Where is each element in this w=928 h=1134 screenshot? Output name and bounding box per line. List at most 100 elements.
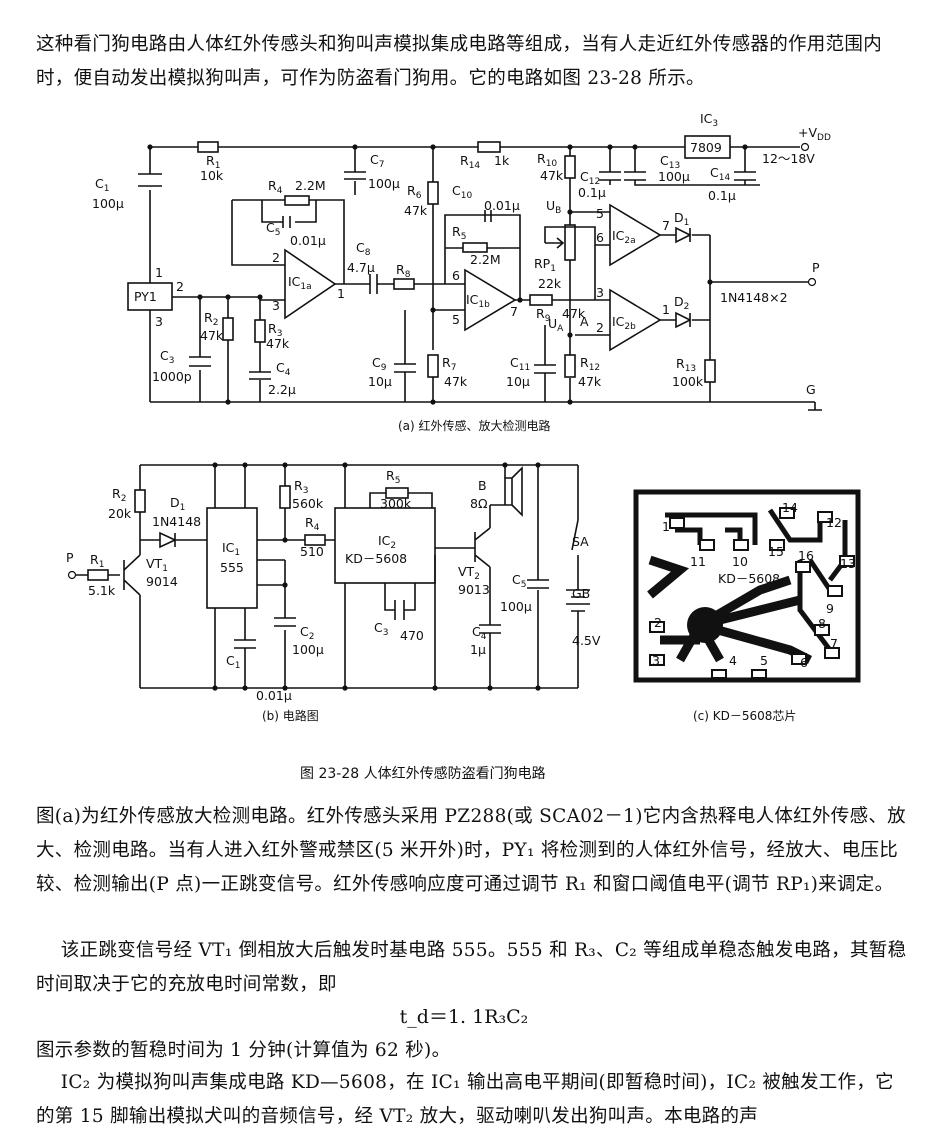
figure-caption: 图 23-28 人体红外传感防盗看门狗电路 xyxy=(300,765,546,782)
svg-text:6: 6 xyxy=(800,655,808,670)
body-paragraph-2: 该正跳变信号经 VT₁ 倒相放大后触发时基电路 555。555 和 R₃、C₂ … xyxy=(36,940,907,995)
figure-c-caption: (c) KD－5608芯片 xyxy=(693,709,796,723)
svg-text:C2: C2 xyxy=(300,624,314,642)
svg-text:10: 10 xyxy=(732,554,748,569)
svg-text:C3: C3 xyxy=(160,348,174,366)
svg-text:C11: C11 xyxy=(510,355,530,373)
svg-text:VT1: VT1 xyxy=(146,556,168,574)
svg-text:7: 7 xyxy=(830,636,838,651)
svg-text:D2: D2 xyxy=(674,294,689,312)
svg-text:R2: R2 xyxy=(204,310,218,328)
svg-text:R3: R3 xyxy=(294,478,308,496)
figure-c-pcb xyxy=(633,489,861,683)
svg-text:GB: GB xyxy=(572,586,590,601)
svg-text:+VDD: +VDD xyxy=(798,125,831,143)
svg-text:C4: C4 xyxy=(472,624,487,642)
svg-text:15: 15 xyxy=(768,544,784,559)
svg-text:47k: 47k xyxy=(444,374,468,389)
svg-text:9013: 9013 xyxy=(458,582,490,597)
vdd-terminal xyxy=(800,142,810,152)
r9-resistor xyxy=(529,294,553,306)
figure-a-labels: +VDD 12～18V IC3 7809 C1 100μ R1 10k R4 2… xyxy=(92,111,831,397)
svg-text:3: 3 xyxy=(272,298,280,313)
figure-c-labels: KD－5608 1 2 3 4 5 6 7 8 9 10 11 12 13 14… xyxy=(652,500,856,670)
svg-text:1: 1 xyxy=(662,519,670,534)
svg-text:7: 7 xyxy=(510,304,518,319)
svg-text:1k: 1k xyxy=(494,153,510,168)
svg-text:SA: SA xyxy=(572,534,589,549)
speaker-b xyxy=(490,466,523,517)
r10-resistor xyxy=(564,155,576,179)
svg-text:R4: R4 xyxy=(305,515,320,533)
svg-text:0.01μ: 0.01μ xyxy=(290,233,326,248)
svg-text:100μ: 100μ xyxy=(658,169,690,184)
svg-text:R1: R1 xyxy=(90,552,104,570)
svg-text:IC3: IC3 xyxy=(700,111,718,129)
svg-text:47k: 47k xyxy=(200,328,224,343)
svg-text:13: 13 xyxy=(840,556,856,571)
ic1b-opamp xyxy=(464,268,517,332)
svg-text:22k: 22k xyxy=(538,276,562,291)
ic1a-opamp xyxy=(284,248,337,320)
body-paragraph-1: 图(a)为红外传感放大检测电路。红外传感头采用 PZ288(或 SCA02－1)… xyxy=(36,806,906,895)
svg-text:C7: C7 xyxy=(370,152,384,170)
svg-text:IC2a: IC2a xyxy=(612,228,636,246)
svg-text:470: 470 xyxy=(400,628,424,643)
svg-text:C13: C13 xyxy=(660,153,680,171)
svg-text:1: 1 xyxy=(155,265,163,280)
svg-text:2.2M: 2.2M xyxy=(470,252,501,267)
svg-text:11: 11 xyxy=(690,554,706,569)
figure-a-caption: (a) 红外传感、放大检测电路 xyxy=(398,418,551,433)
ic3-regulator xyxy=(684,135,731,159)
r13-resistor xyxy=(704,359,716,383)
p-terminal xyxy=(807,277,817,287)
svg-text:14: 14 xyxy=(782,500,798,515)
svg-text:1N4148×2: 1N4148×2 xyxy=(720,290,788,305)
r1-resistor xyxy=(197,141,219,153)
svg-text:2: 2 xyxy=(596,320,604,335)
svg-text:IC2b: IC2b xyxy=(612,314,636,332)
svg-text:2: 2 xyxy=(654,615,662,630)
svg-text:C10: C10 xyxy=(452,183,472,201)
svg-text:5.1k: 5.1k xyxy=(88,583,116,598)
svg-text:3: 3 xyxy=(155,314,163,329)
svg-text:C3: C3 xyxy=(374,620,388,638)
svg-text:100μ: 100μ xyxy=(92,196,124,211)
svg-text:R13: R13 xyxy=(676,356,696,374)
svg-text:47k: 47k xyxy=(266,336,290,351)
body-paragraph-3: 图示参数的暂稳时间为 1 分钟(计算值为 62 秒)。 xyxy=(36,1040,451,1061)
svg-text:47k: 47k xyxy=(562,306,586,321)
svg-text:1N4148: 1N4148 xyxy=(152,514,201,529)
svg-text:R2: R2 xyxy=(112,486,126,504)
svg-text:1: 1 xyxy=(662,302,670,317)
svg-text:16: 16 xyxy=(798,548,814,563)
svg-text:RP1: RP1 xyxy=(534,256,556,274)
svg-text:2: 2 xyxy=(272,250,280,265)
svg-text:R8: R8 xyxy=(396,262,411,280)
svg-text:C5: C5 xyxy=(266,220,280,238)
svg-text:G: G xyxy=(806,382,816,397)
svg-text:8Ω: 8Ω xyxy=(470,496,488,511)
intro-paragraph: 这种看门狗电路由人体红外传感头和狗叫声模拟集成电路等组成，当有人走近红外传感器的… xyxy=(36,34,883,89)
svg-text:5: 5 xyxy=(452,312,460,327)
svg-text:0.1μ: 0.1μ xyxy=(578,185,606,200)
svg-text:5: 5 xyxy=(596,206,604,221)
r4-resistor-b xyxy=(304,534,326,546)
svg-text:5: 5 xyxy=(760,653,768,668)
svg-text:10μ: 10μ xyxy=(506,374,530,389)
svg-text:IC1a: IC1a xyxy=(288,274,312,292)
svg-text:12～18V: 12～18V xyxy=(762,151,815,166)
svg-text:1μ: 1μ xyxy=(470,642,486,657)
svg-text:47k: 47k xyxy=(540,168,564,183)
svg-text:VT2: VT2 xyxy=(458,564,480,582)
svg-text:A: A xyxy=(580,314,589,329)
r3-resistor-b xyxy=(279,485,291,509)
svg-text:C14: C14 xyxy=(710,165,730,183)
figure-b-labels: R2 20k D1 1N4148 P R1 5.1k VT1 9014 IC1 … xyxy=(66,468,601,703)
svg-text:4.5V: 4.5V xyxy=(572,633,601,648)
svg-text:R4: R4 xyxy=(268,178,283,196)
svg-text:100k: 100k xyxy=(672,374,704,389)
figure-b-caption: (b) 电路图 xyxy=(262,708,319,723)
svg-text:0.01μ: 0.01μ xyxy=(484,198,520,213)
